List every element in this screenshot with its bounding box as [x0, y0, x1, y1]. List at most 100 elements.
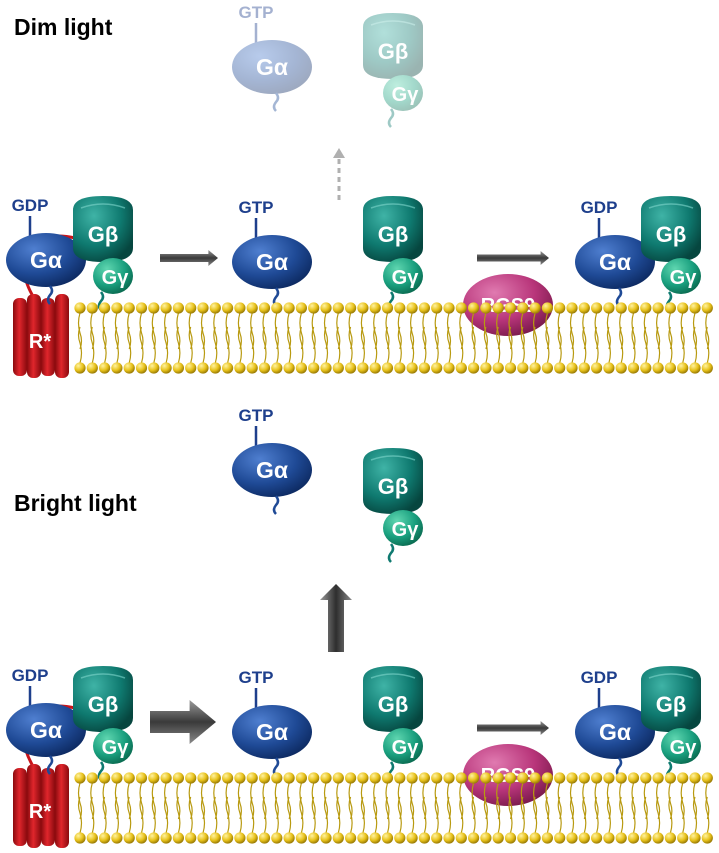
lipid-head: [308, 832, 320, 844]
lipid-head: [652, 832, 664, 844]
membrane-tail: [164, 796, 169, 834]
lipid-head: [222, 832, 234, 844]
g-gamma-subunit: [383, 510, 423, 546]
membrane-tail: [225, 312, 230, 350]
lipid-head: [111, 302, 123, 314]
membrane-tail: [274, 312, 279, 350]
lipid-head: [111, 772, 123, 784]
lipid-head: [74, 832, 86, 844]
membrane-tail: [496, 782, 501, 820]
membrane-tail: [656, 312, 661, 350]
lipid-head: [652, 302, 664, 314]
lipid-head: [701, 302, 713, 314]
lipid-head: [209, 302, 221, 314]
membrane-tail: [594, 782, 599, 820]
lipid-head: [308, 772, 320, 784]
lipid-head: [431, 362, 443, 374]
lipid-head: [394, 302, 406, 314]
membrane-tail: [631, 312, 636, 350]
membrane-tail: [237, 796, 242, 834]
membrane-tail: [311, 326, 316, 364]
membrane-tail: [287, 312, 292, 350]
nucleotide-label: GDP: [581, 198, 618, 217]
lipid-head: [99, 832, 111, 844]
membrane-tail: [471, 326, 476, 364]
lipid-head: [99, 772, 111, 784]
lipid-head: [332, 832, 344, 844]
lipid-head: [209, 362, 221, 374]
lipid-head: [701, 772, 713, 784]
lipid-head: [455, 302, 467, 314]
membrane-tail: [434, 782, 439, 820]
lipid-head: [246, 772, 258, 784]
nucleotide-label: GTP: [239, 668, 274, 687]
membrane-tail: [483, 782, 488, 820]
lipid-head: [468, 772, 480, 784]
membrane-tail: [176, 326, 181, 364]
membrane-tail: [471, 312, 476, 350]
lipid-head: [640, 302, 652, 314]
g-gamma-label: Gγ: [392, 519, 420, 541]
lipid-head: [148, 772, 160, 784]
lipid-head: [295, 362, 307, 374]
lipid-head: [381, 832, 394, 844]
g-beta-label: Gβ: [656, 692, 687, 717]
g-alpha-label: Gα: [599, 249, 631, 275]
lipid-head: [578, 832, 590, 844]
g-alpha-label: Gα: [256, 249, 288, 275]
membrane-tail: [200, 326, 206, 364]
membrane-tail: [705, 326, 710, 364]
membrane-tail: [188, 312, 193, 350]
lipid-head: [283, 772, 295, 784]
lipid-head: [406, 362, 418, 374]
membrane-tail: [631, 326, 636, 364]
membrane-tail: [262, 796, 267, 834]
lipid-head: [197, 832, 209, 844]
membrane-tail: [385, 796, 390, 834]
membrane-tail: [594, 326, 599, 364]
g-alpha-subunit: [575, 235, 655, 289]
membrane-tail: [459, 796, 464, 834]
lipid-head: [627, 302, 640, 314]
lipid-head: [234, 832, 246, 844]
membrane-tail: [287, 796, 292, 834]
lipid-head: [74, 772, 86, 784]
membrane-tail: [557, 782, 562, 820]
lipid-head: [431, 772, 443, 784]
membrane-tail: [471, 796, 476, 834]
membrane-tail: [385, 312, 390, 350]
g-alpha-label: Gα: [256, 719, 288, 745]
membrane-tail: [459, 312, 464, 350]
lipid-head: [627, 832, 640, 844]
membrane-tail: [139, 782, 144, 820]
g-beta-subunit: [363, 13, 423, 79]
membrane-tail: [692, 326, 698, 364]
membrane-tail: [619, 326, 624, 364]
nucleotide-label: GDP: [12, 666, 49, 685]
lipid-head: [677, 832, 689, 844]
membrane-tail: [139, 312, 144, 350]
lipid-head: [283, 302, 295, 314]
lipid-head: [394, 832, 406, 844]
g-alpha-label: Gα: [256, 457, 288, 483]
membrane-tail: [200, 796, 206, 834]
lipid-head: [222, 362, 234, 374]
g-beta-label: Gβ: [378, 692, 409, 717]
membrane-tail: [373, 312, 378, 350]
lipid-anchor: [387, 108, 395, 128]
membrane-tail: [323, 326, 329, 364]
lipid-head: [578, 772, 590, 784]
membrane-tail: [323, 312, 329, 350]
g-gamma-subunit: [661, 258, 701, 294]
bright-light-title: Bright light: [14, 490, 137, 516]
lipid-anchor: [615, 757, 623, 777]
lipid-head: [86, 302, 98, 314]
membrane-tail: [200, 312, 206, 350]
membrane-tail: [77, 782, 83, 820]
lipid-head: [308, 362, 320, 374]
membrane-tail: [680, 312, 685, 350]
lipid-head: [197, 302, 209, 314]
membrane-tail: [692, 312, 698, 350]
lipid-head: [541, 832, 554, 844]
